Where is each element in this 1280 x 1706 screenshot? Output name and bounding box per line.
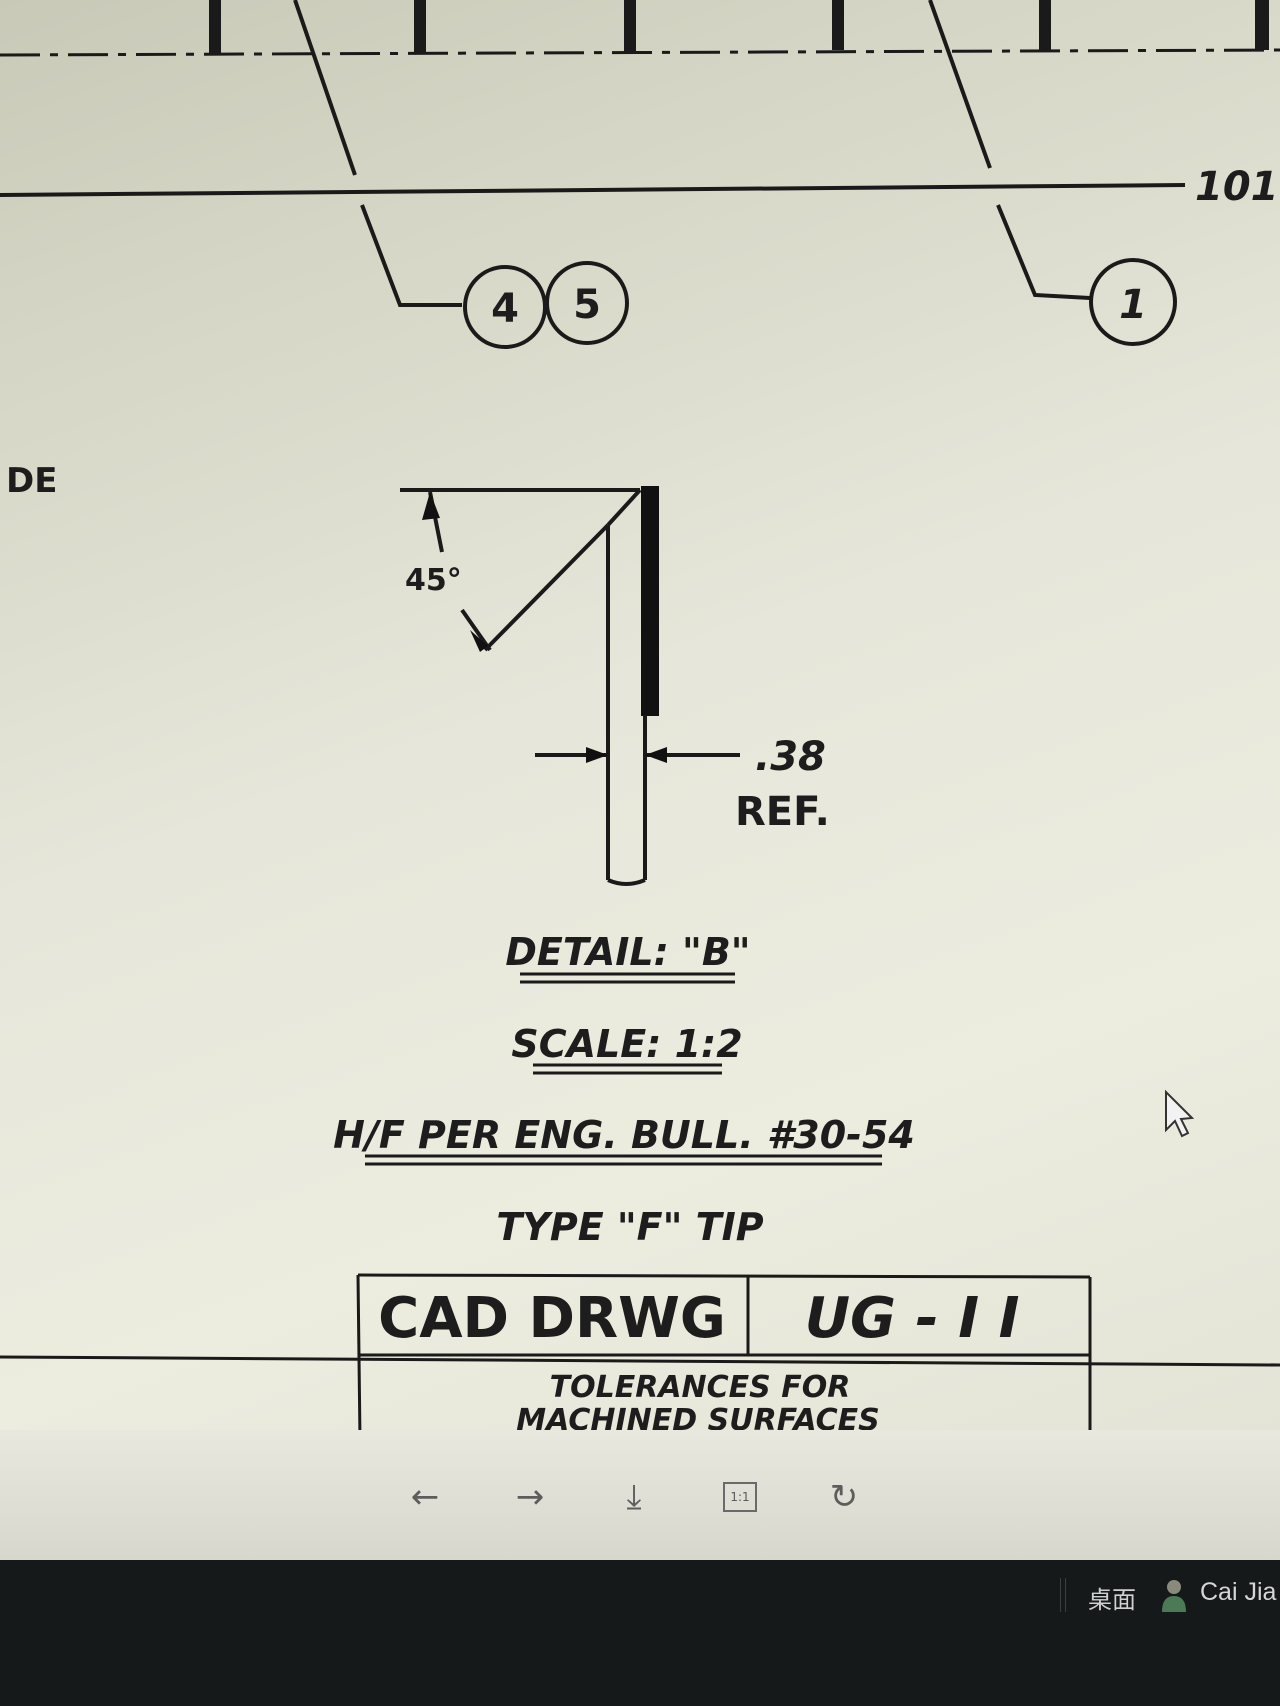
balloon-leader	[996, 204, 1091, 300]
dimension-ref: REF.	[735, 789, 830, 835]
cad-drawing: 101 4 5 1 DE	[0, 0, 1280, 1430]
arrow-cursor-icon	[1165, 1089, 1195, 1138]
title-block-standard: UG - I I	[805, 1286, 1020, 1351]
title-block-cad-label: CAD DRWG	[378, 1286, 726, 1351]
angle-label: 45°	[405, 563, 462, 598]
balloon-4: 4	[463, 265, 547, 349]
reference-line	[0, 183, 1186, 197]
left-edge-text: DE	[6, 461, 57, 501]
edge-number: 101	[1195, 164, 1279, 210]
forward-icon[interactable]: →	[515, 1477, 545, 1517]
taskbar-separator	[1060, 1578, 1066, 1612]
rotate-icon[interactable]: ↻	[829, 1477, 859, 1517]
dimension-value: .38	[755, 734, 826, 780]
detail-b-drawing	[400, 486, 740, 886]
actual-size-button[interactable]: 1:1	[718, 1475, 762, 1519]
download-icon[interactable]: ⤓	[626, 1477, 642, 1517]
drawing-viewer: 101 4 5 1 DE	[0, 0, 1280, 1560]
back-icon[interactable]: ←	[410, 1477, 440, 1517]
balloon-5: 5	[545, 261, 629, 345]
note-reference: H/F PER ENG. BULL. #30-54	[333, 1113, 915, 1157]
detail-title: DETAIL: "B"	[505, 930, 750, 974]
actual-size-icon: 1:1	[723, 1482, 757, 1512]
viewer-toolbar	[0, 1430, 1280, 1560]
svg-text:1: 1	[1119, 282, 1147, 328]
balloon-1: 1	[1089, 258, 1177, 346]
user-icon	[1162, 1580, 1186, 1612]
title-block-tolerance-line1: TOLERANCES FOR	[550, 1370, 851, 1405]
svg-text:4: 4	[491, 286, 519, 332]
leader-line	[928, 0, 992, 169]
top-border-line	[0, 0, 1280, 57]
taskbar: 桌面 Cai Jia	[0, 1560, 1280, 1706]
svg-text:5: 5	[573, 282, 601, 328]
scale-label: SCALE: 1:2	[511, 1022, 742, 1066]
user-name[interactable]: Cai Jia	[1200, 1578, 1277, 1606]
title-block	[0, 1273, 1280, 1430]
title-block-tolerance-line2: MACHINED SURFACES	[516, 1403, 880, 1430]
desktop-button[interactable]: 桌面	[1088, 1586, 1136, 1614]
tip-type: TYPE "F" TIP	[496, 1205, 763, 1249]
leader-line	[293, 0, 357, 176]
balloon-leader	[360, 204, 462, 307]
